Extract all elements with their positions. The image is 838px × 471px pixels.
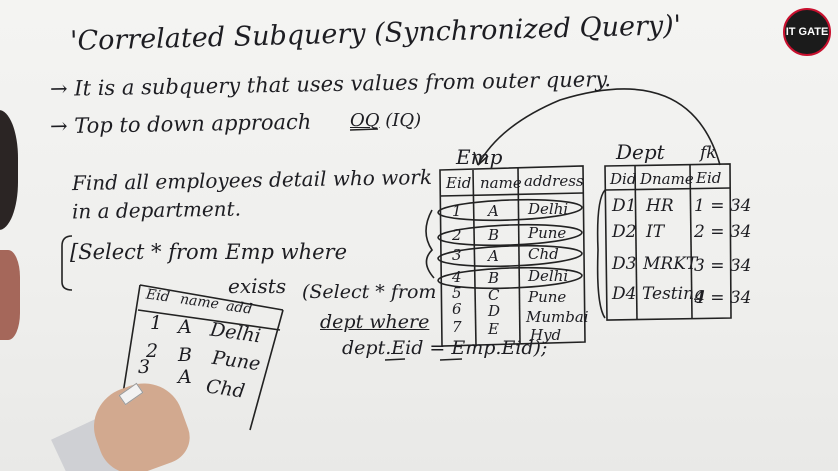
emp-cell: C — [488, 286, 500, 304]
dept-cell: MRKT — [643, 254, 698, 274]
emp-cell: Hyd — [530, 326, 562, 344]
dept-cell: 1 = 34 — [694, 196, 752, 216]
emp-cell: Pune — [528, 288, 567, 306]
emp-cell: 3 — [452, 246, 462, 264]
emp-cell: A — [488, 247, 499, 265]
emp-cell: 5 — [452, 284, 462, 302]
dept-cell: 3 = 34 — [694, 256, 752, 276]
dept-cell: HR — [646, 196, 674, 216]
dept-cell: D2 — [612, 222, 637, 242]
query-line-1: [Select * from Emp where — [70, 240, 347, 264]
emp-cell: 4 — [452, 268, 462, 286]
emp-header-eid: Eid — [446, 174, 472, 192]
dept-cell: Testing — [642, 284, 705, 304]
emp-cell: Mumbai — [526, 308, 589, 326]
emp-cell: Pune — [528, 224, 567, 242]
fk-label: fk — [700, 143, 717, 163]
emp-cell: A — [488, 202, 499, 220]
channel-logo: IT GATE — [783, 8, 831, 56]
dept-header-did: Did — [610, 170, 637, 188]
query-line-2: exists — [228, 274, 287, 298]
dept-cell: D4 — [612, 284, 637, 304]
emp-cell: Delhi — [528, 200, 569, 218]
emp-cell: B — [488, 226, 500, 244]
dept-cell: 2 = 34 — [694, 222, 752, 242]
dept-cell: 4 = 34 — [694, 288, 752, 308]
question-line-2: in a department. — [71, 196, 242, 224]
presenter-head — [0, 110, 18, 230]
emp-cell: 6 — [452, 300, 462, 318]
dept-table-border — [604, 163, 732, 321]
result-header-add: add — [225, 298, 254, 318]
emp-cell: 2 — [452, 226, 462, 244]
bullet-approach: → Top to down approach — [49, 109, 312, 139]
emp-cell: 1 — [452, 202, 462, 220]
dept-table-caption: Dept — [616, 140, 665, 164]
result-cell: A — [178, 366, 192, 388]
emp-table-border — [439, 165, 586, 347]
emp-header-address: address — [524, 172, 584, 190]
result-cell: 1 — [150, 312, 163, 334]
emp-cell: B — [488, 269, 500, 287]
result-cell: A — [178, 316, 192, 338]
dept-header-eid: Eid — [696, 169, 722, 187]
query-line-3: (Select * from — [302, 281, 437, 303]
result-cell: 3 — [138, 356, 151, 378]
emp-cell: Chd — [528, 245, 559, 263]
query-line-5: dept.Eid = Emp.Eid); — [342, 337, 548, 359]
dept-cell: D3 — [612, 254, 637, 274]
emp-cell: D — [488, 302, 501, 320]
result-header-eid: Eid — [145, 286, 171, 306]
presenter-arm — [0, 250, 20, 340]
emp-cell: E — [488, 320, 499, 338]
emp-cell: 7 — [452, 318, 462, 336]
dept-cell: D1 — [612, 196, 637, 216]
oq-iq-note: OQ (IQ) — [350, 110, 421, 131]
dept-cell: IT — [646, 222, 665, 242]
result-cell: B — [178, 344, 192, 366]
query-line-4: dept where — [320, 311, 430, 333]
iq-label: (IQ) — [385, 110, 422, 131]
emp-header-name: name — [480, 174, 522, 192]
emp-table-caption: Emp — [456, 145, 503, 169]
emp-cell: Delhi — [528, 267, 569, 285]
oq-label: OQ — [350, 110, 380, 131]
query-bracket — [61, 235, 73, 291]
result-cell: 2 — [146, 340, 159, 362]
dept-header-dname: Dname — [640, 170, 694, 188]
